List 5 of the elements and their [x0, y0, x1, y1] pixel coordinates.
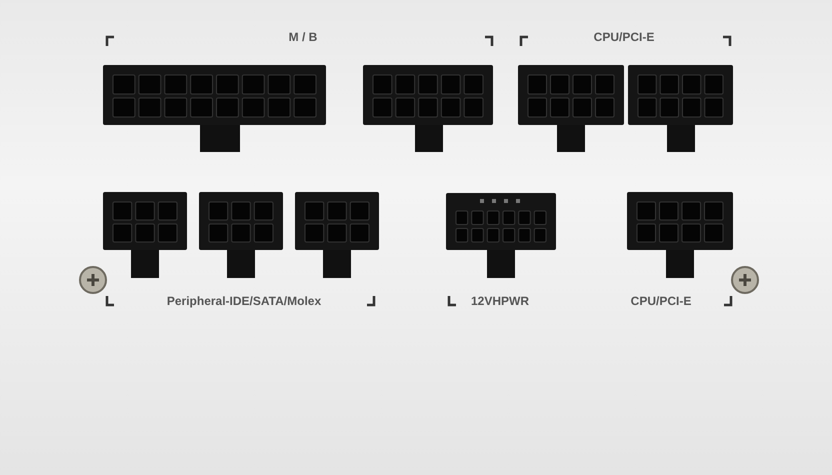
- connector-label: Peripheral-IDE/SATA/Molex: [166, 294, 322, 308]
- connector-label: 12VHPWR: [471, 294, 529, 308]
- connector-label: CPU/PCI-E: [630, 294, 692, 308]
- connector-label: CPU/PCI-E: [594, 30, 654, 44]
- connector-label: M / B: [288, 30, 318, 44]
